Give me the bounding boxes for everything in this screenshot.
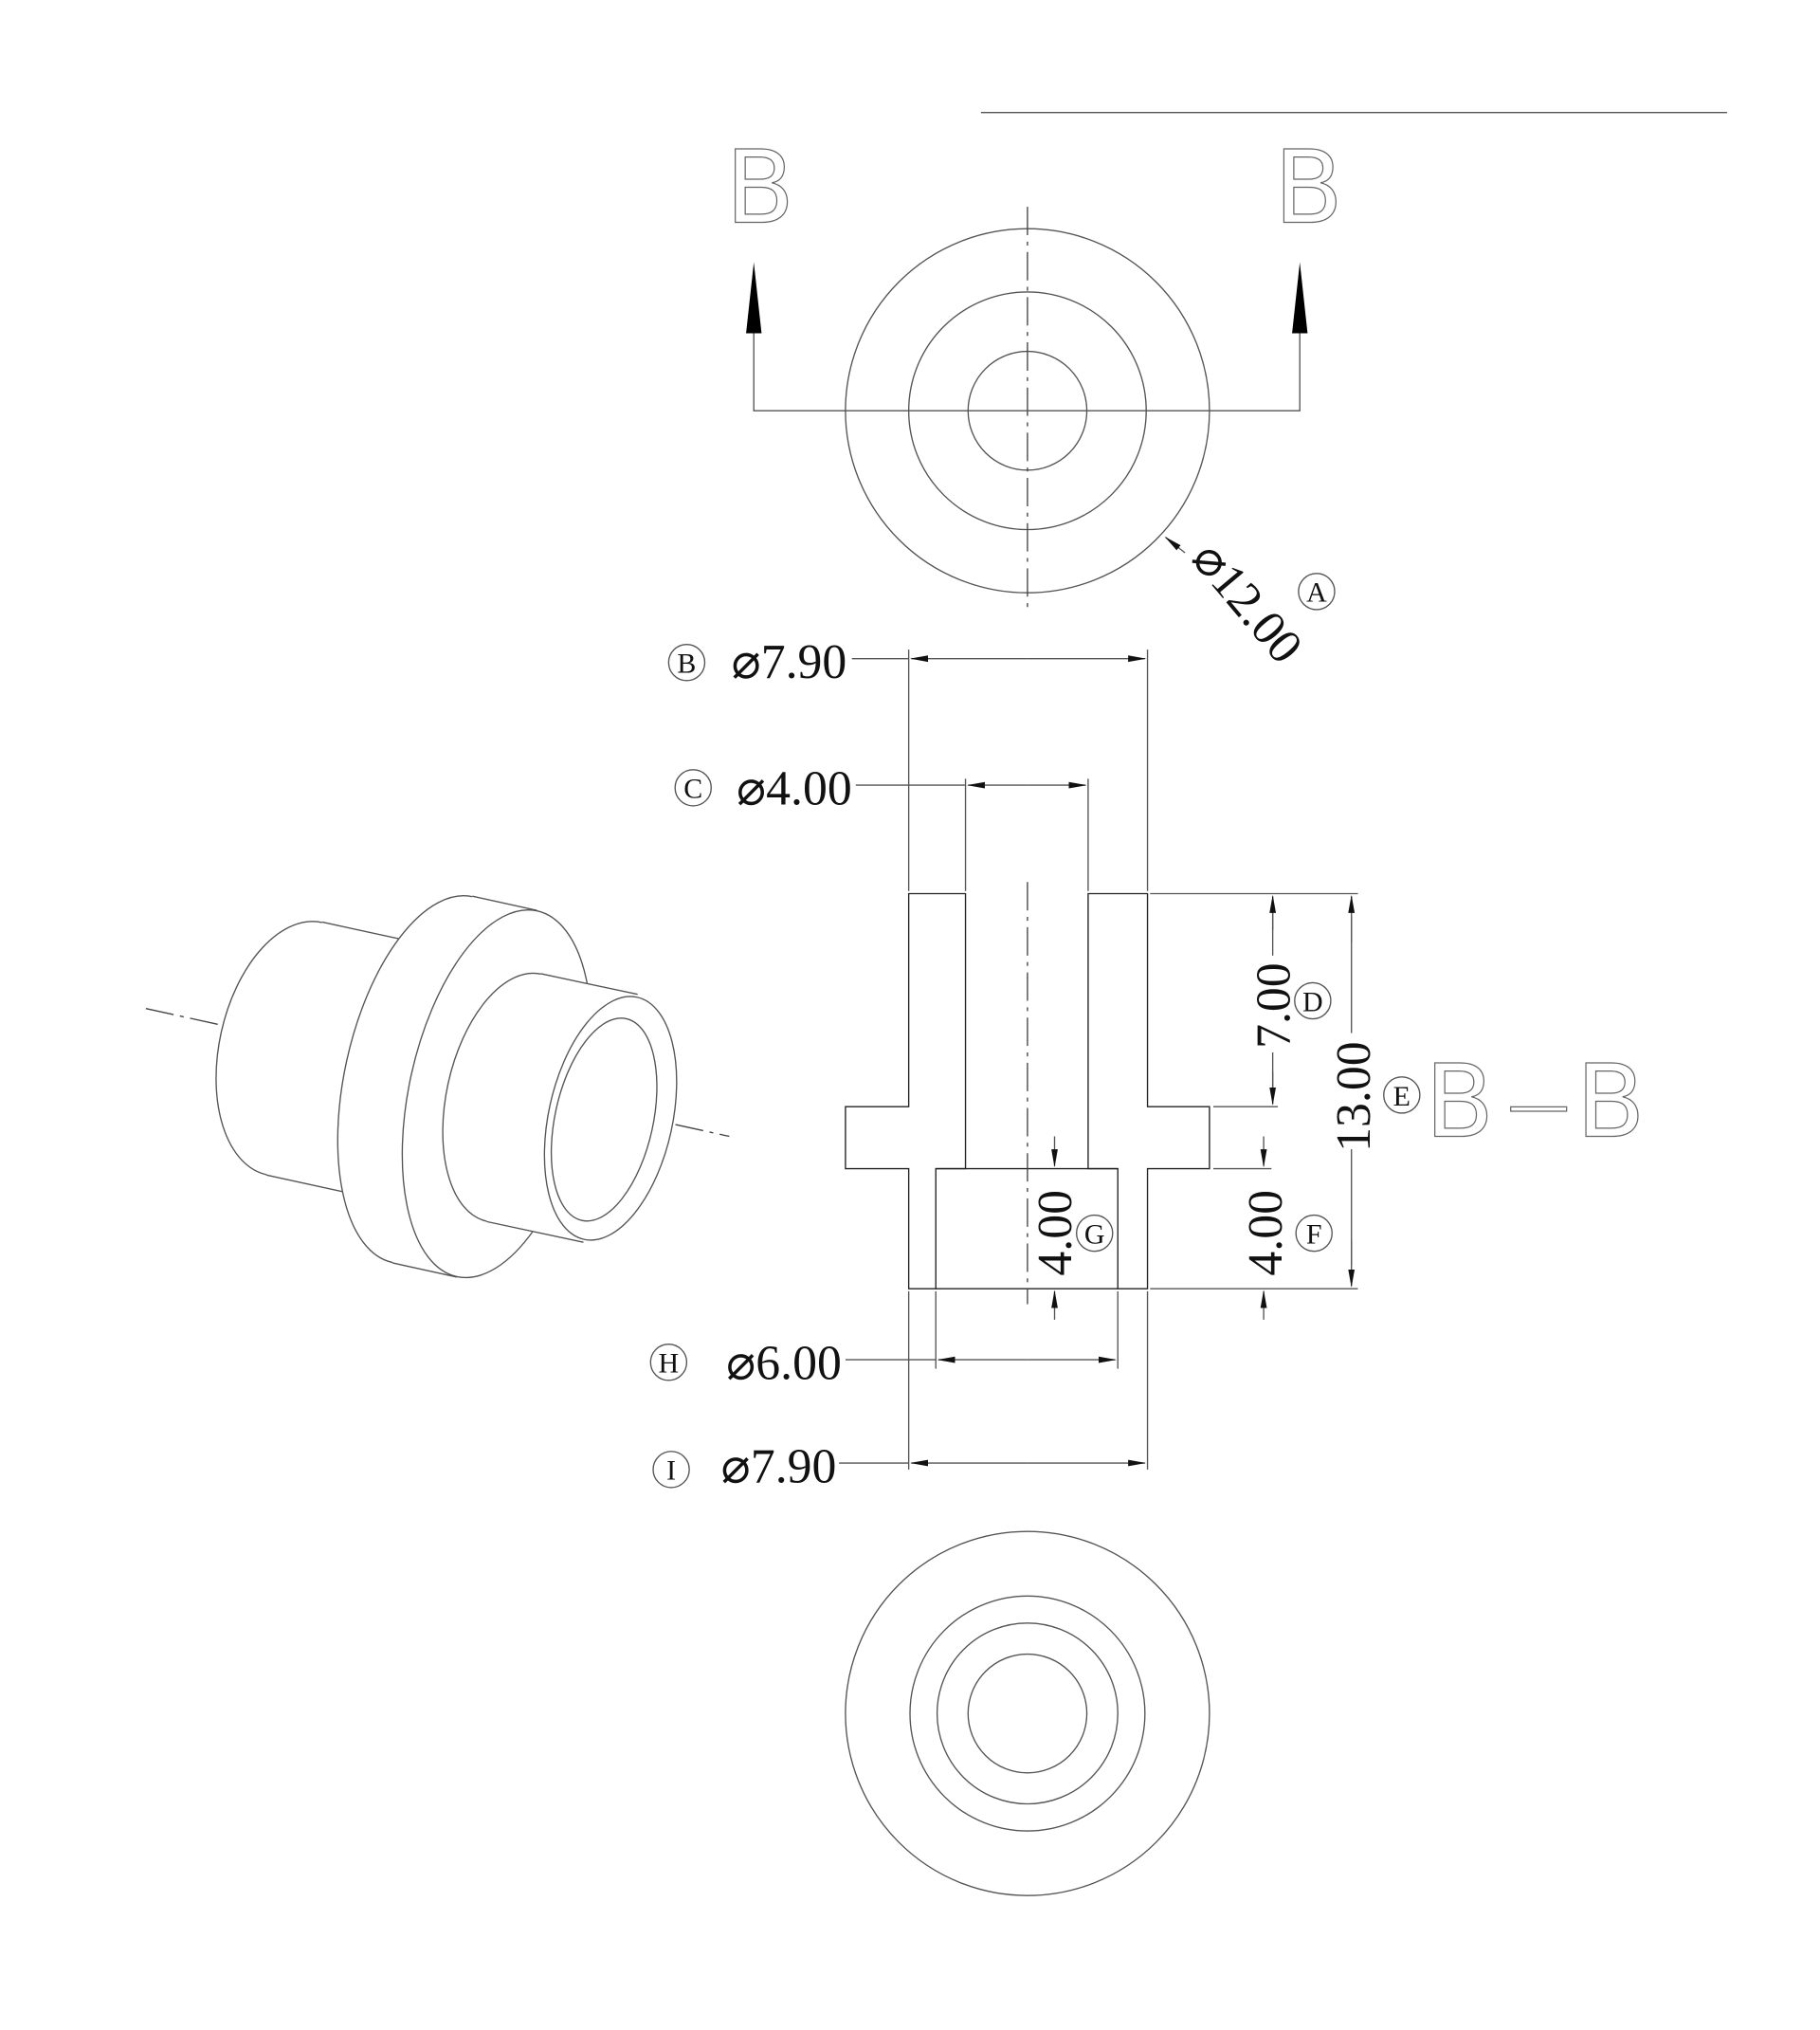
dim-c-value: ⌀4.00 xyxy=(737,762,852,816)
dim-d-value: 7.00 xyxy=(1247,962,1301,1049)
dim-b-label: B xyxy=(677,649,696,680)
dim-d-label: D xyxy=(1302,986,1323,1017)
section-line xyxy=(753,329,1301,411)
dim-i-label: I xyxy=(666,1455,676,1487)
dimension-f: 4.00 F xyxy=(1213,1136,1333,1320)
section-title: B — B xyxy=(1425,1043,1646,1161)
isometric-view xyxy=(145,895,730,1279)
dim-f-value: 4.00 xyxy=(1239,1190,1293,1276)
section-title-dash: — xyxy=(1507,1070,1569,1142)
section-mark-right: B xyxy=(1274,129,1343,247)
dim-g-label: G xyxy=(1084,1219,1105,1251)
top-view: ⌀12.00 A xyxy=(746,207,1336,674)
section-title-left: B xyxy=(1425,1044,1494,1161)
dimension-e: 13.00 E xyxy=(1150,894,1421,1289)
section-title-right: B xyxy=(1576,1044,1646,1161)
dim-a-label: A xyxy=(1306,577,1327,609)
dim-e-label: E xyxy=(1393,1081,1410,1112)
dim-e-value: 13.00 xyxy=(1327,1041,1381,1151)
dim-a-value: ⌀12.00 xyxy=(1181,532,1313,674)
dim-i-value: ⌀7.90 xyxy=(721,1439,837,1493)
dim-b-value: ⌀7.90 xyxy=(732,635,847,689)
dimension-d: 7.00 D xyxy=(1150,892,1358,1107)
dim-g-value: 4.00 xyxy=(1028,1190,1083,1276)
dimension-b: ⌀7.90 B xyxy=(667,635,1149,891)
dim-c-label: C xyxy=(683,774,702,805)
section-view xyxy=(845,882,1210,1305)
dim-h-value: ⌀6.00 xyxy=(726,1337,842,1391)
section-arrow-right xyxy=(1292,262,1308,334)
dimension-h: ⌀6.00 H xyxy=(649,1290,1119,1391)
bottom-view xyxy=(845,1530,1210,1896)
section-arrow-left xyxy=(746,262,762,334)
section-mark-left: B xyxy=(725,129,794,247)
dim-h-label: H xyxy=(659,1348,680,1380)
dim-f-label: F xyxy=(1306,1219,1322,1251)
dimension-i: ⌀7.90 I xyxy=(652,1290,1149,1493)
dimension-g: 4.00 G xyxy=(1028,1136,1114,1320)
dimension-c: ⌀4.00 C xyxy=(674,762,1089,891)
